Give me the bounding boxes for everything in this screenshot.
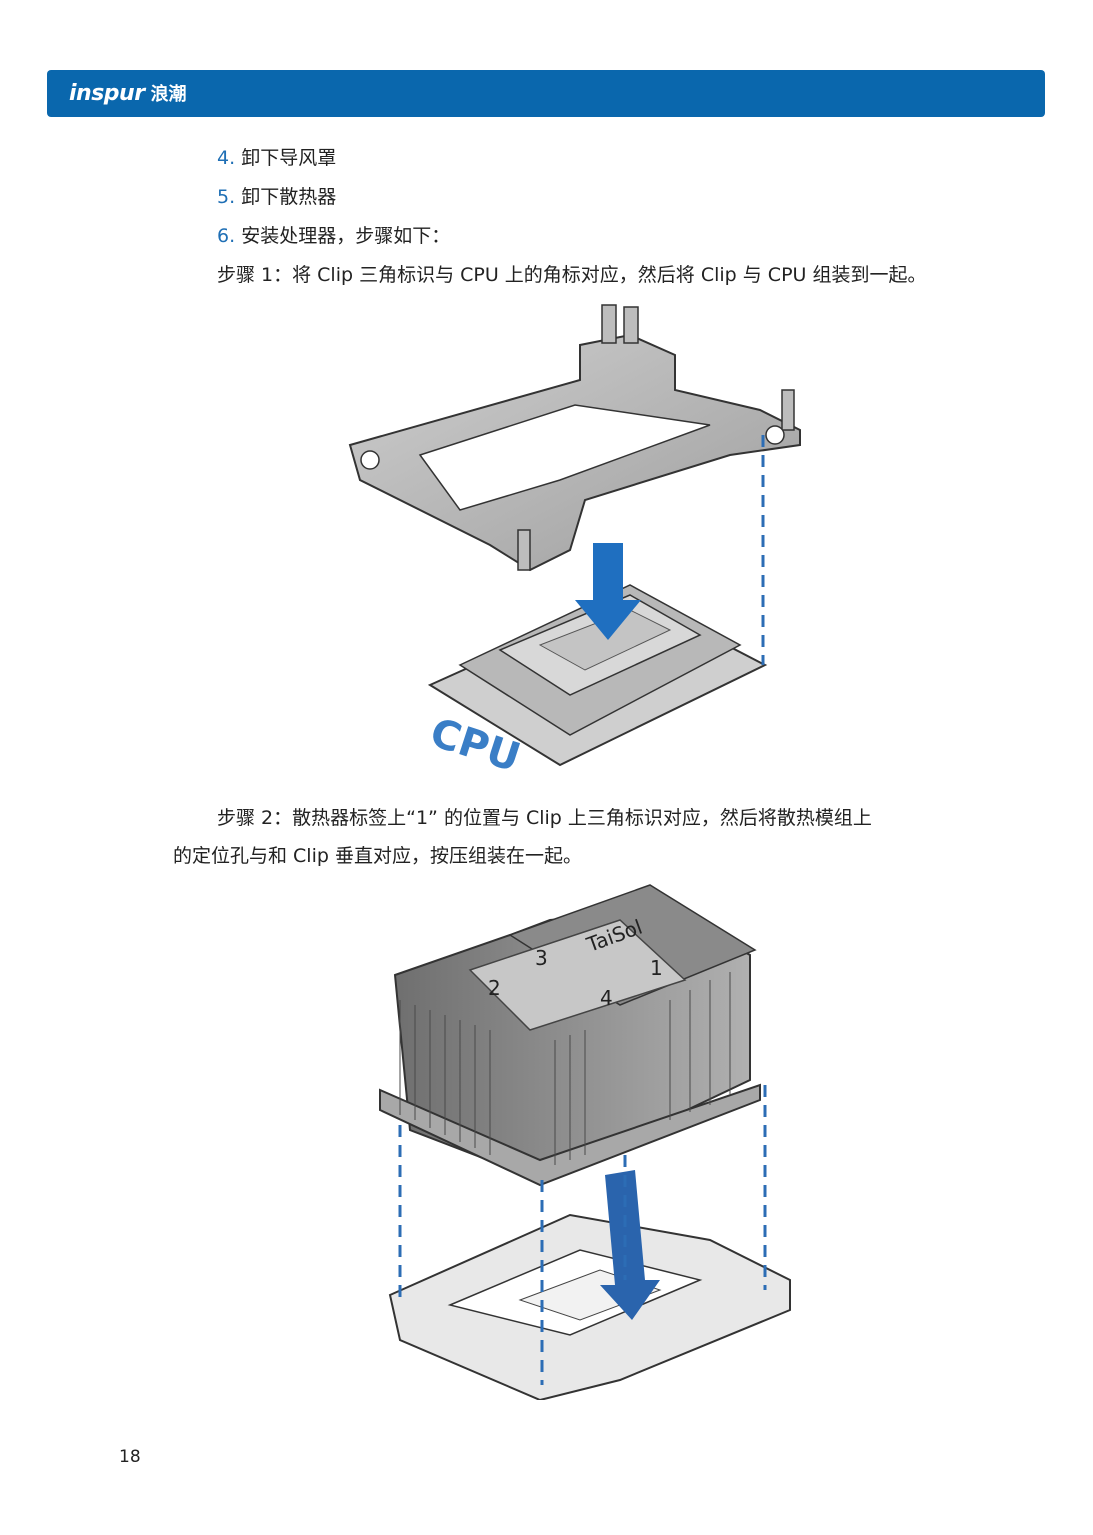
clip-frame-bottom [388,1213,791,1400]
heatsink: TaiSol 1 2 3 4 [379,884,761,1187]
list-item: 6. 安装处理器，步骤如下： [217,223,450,249]
step-1-text: 步骤 1：将 Clip 三角标识与 CPU 上的角标对应，然后将 Clip 与 … [217,264,927,286]
list-text: 卸下散热器 [241,186,337,208]
logo-en: inspur [69,80,145,106]
down-arrow [575,543,641,640]
alignment-guides [398,1085,767,1385]
header-bar: inspur 浪潮 [47,70,1045,117]
step-2-text-line2: 的定位孔与和 Clip 垂直对应，按压组装在一起。 [173,845,582,867]
label-num-4: 4 [600,986,613,1010]
list-number: 5. [217,186,236,208]
page-number: 18 [119,1447,141,1467]
label-num-2: 2 [488,976,501,1000]
list-item: 4. 卸下导风罩 [217,145,336,171]
list-number: 6. [217,225,236,247]
logo-cn: 浪潮 [150,84,187,105]
list-text: 安装处理器，步骤如下： [241,225,451,247]
clip-frame [348,304,801,572]
list-item: 5. 卸下散热器 [217,184,336,210]
step-2-text-line1: 步骤 2：散热器标签上“1” 的位置与 Clip 上三角标识对应，然后将散热模组… [217,807,872,829]
figure-heatsink-install: TaiSol 1 2 3 4 [379,884,791,1400]
list-text: 卸下导风罩 [241,147,337,169]
down-arrow [600,1170,660,1320]
figure-clip-cpu: CPU [348,304,801,781]
list-number: 4. [217,147,236,169]
label-num-3: 3 [535,946,548,970]
label-num-1: 1 [650,956,663,980]
cpu-package [427,584,768,767]
inspur-logo: inspur 浪潮 [69,78,187,108]
